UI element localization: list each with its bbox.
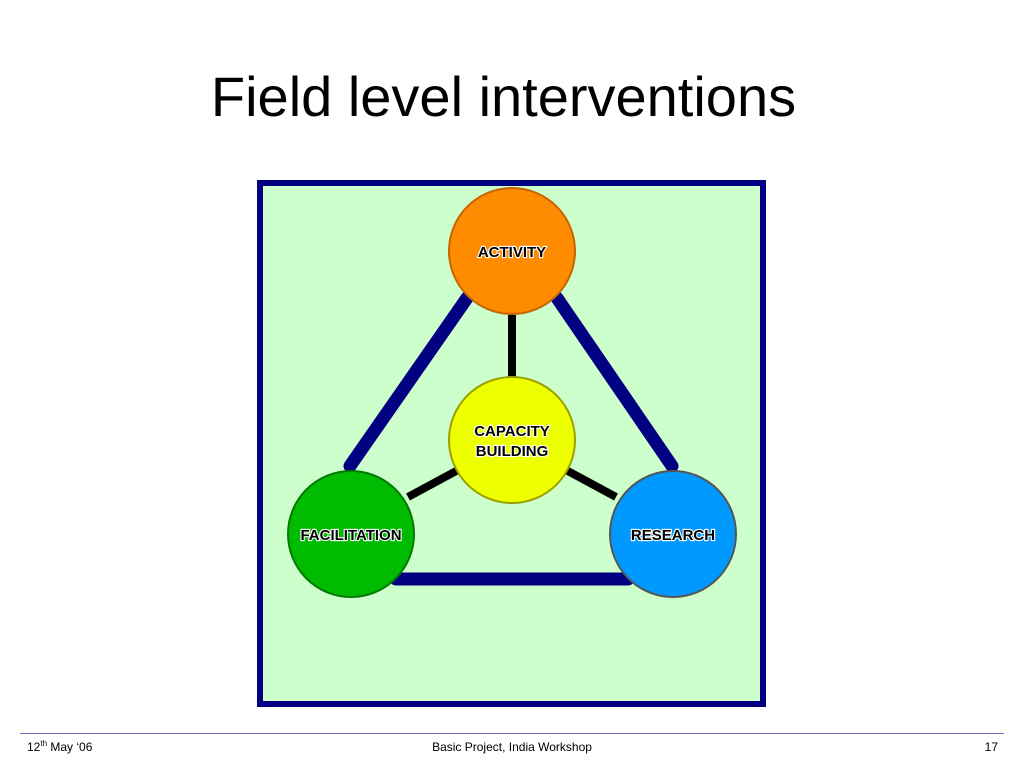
node-facilitation-label: FACILITATION bbox=[300, 527, 401, 544]
slide-title: Field level interventions bbox=[210, 65, 797, 128]
footer-date-day: 12 bbox=[27, 740, 41, 754]
node-research-label: RESEARCH bbox=[631, 527, 715, 544]
footer-date-suffix: th bbox=[40, 739, 48, 748]
spoke-facilitation-capacity bbox=[406, 466, 460, 501]
node-activity-label: ACTIVITY bbox=[478, 244, 546, 261]
spoke-research-capacity bbox=[564, 466, 618, 501]
footer-date-rest: May ‘06 bbox=[47, 740, 93, 754]
node-research bbox=[609, 470, 737, 598]
link-activity-facilitation bbox=[343, 291, 474, 473]
node-activity bbox=[448, 187, 576, 315]
footer-title: Basic Project, India Workshop bbox=[432, 740, 592, 754]
footer-date: 12th May ‘06 bbox=[27, 739, 93, 755]
footer-divider bbox=[20, 733, 1004, 734]
link-activity-research bbox=[550, 291, 679, 473]
footer-page-number: 17 bbox=[984, 740, 998, 754]
node-capacity-label-line2: BUILDING bbox=[476, 443, 549, 460]
node-facilitation bbox=[287, 470, 415, 598]
node-capacity-building bbox=[448, 376, 576, 504]
node-capacity-label-line1: CAPACITY bbox=[474, 423, 550, 440]
